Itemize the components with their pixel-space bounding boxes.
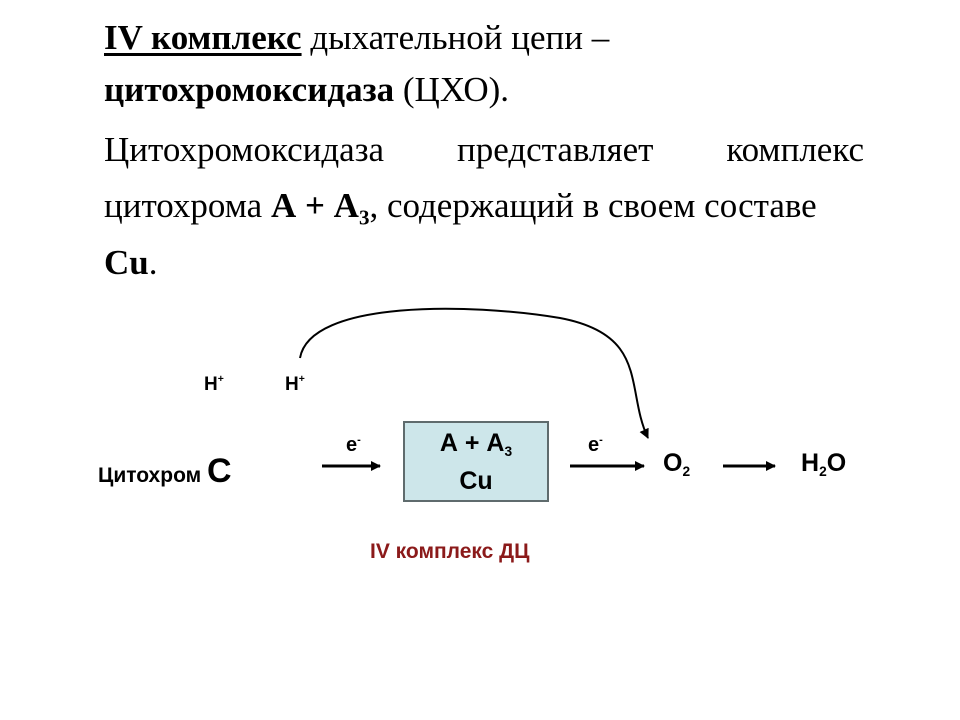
proton-label-2: H+ (285, 374, 305, 396)
electron-charge: - (357, 433, 361, 446)
water-h: H (801, 449, 820, 477)
heading-abbrev: (ЦХО). (394, 70, 510, 109)
box-formula-subscript: 3 (504, 443, 513, 459)
paragraph-period: . (148, 243, 158, 282)
paragraph-line-2: цитохрома А + А3, содержащий в своем сос… (104, 186, 817, 228)
oxygen-subscript: 2 (682, 463, 691, 479)
paragraph-text: цитохрома (104, 186, 271, 225)
cytochrome-formula: А + А3 (270, 186, 370, 228)
electron-charge: - (599, 433, 603, 446)
proton-curve-arrow (299, 307, 649, 439)
electron-label-1: e- (346, 434, 361, 457)
water-o: O (826, 449, 847, 477)
heading-complex: IV комплекс (104, 18, 302, 57)
electron-symbol: e (588, 434, 600, 456)
paragraph-word-2: представляет (457, 130, 654, 169)
paragraph-line-3: Cu. (104, 243, 158, 283)
formula-text: А + А (270, 186, 359, 225)
complex-caption: IV комплекс ДЦ (370, 540, 530, 563)
paragraph-text: , содержащий в своем составе (369, 186, 817, 225)
cytochrome-oxidase-box: А + А3 Cu (403, 421, 549, 502)
paragraph-word-3: комплекс (726, 130, 864, 169)
proton-symbol: H (204, 374, 218, 395)
proton-charge: + (217, 374, 224, 386)
heading-line-2: цитохромоксидаза (ЦХО). (104, 70, 509, 110)
cytochrome-c-label: Цитохром С (98, 452, 232, 491)
cytochrome-word: Цитохром (98, 464, 207, 487)
heading-chain: дыхательной цепи – (301, 18, 610, 57)
electron-symbol: e (346, 434, 358, 456)
cytochrome-letter: С (207, 452, 232, 490)
box-formula-text: А + А (439, 429, 505, 457)
electron-label-2: e- (588, 434, 603, 457)
water-subscript: 2 (819, 463, 827, 479)
heading-enzyme: цитохромоксидаза (104, 70, 395, 109)
water-label: H2O (801, 449, 846, 478)
copper-symbol: Cu (104, 243, 149, 282)
paragraph-line-1: Цитохромоксидаза представляет комплекс (104, 130, 864, 170)
oxygen-label: O2 (663, 449, 690, 478)
heading-line-1: IV комплекс дыхательной цепи – (104, 18, 609, 58)
box-formula: А + А3 (405, 429, 547, 458)
formula-subscript: 3 (358, 205, 370, 230)
proton-charge: + (298, 374, 305, 386)
oxygen-symbol: O (663, 449, 683, 477)
proton-label-1: H+ (204, 374, 224, 396)
box-copper: Cu (459, 467, 493, 495)
paragraph-word-1: Цитохромоксидаза (104, 130, 385, 169)
proton-symbol: H (285, 374, 299, 395)
